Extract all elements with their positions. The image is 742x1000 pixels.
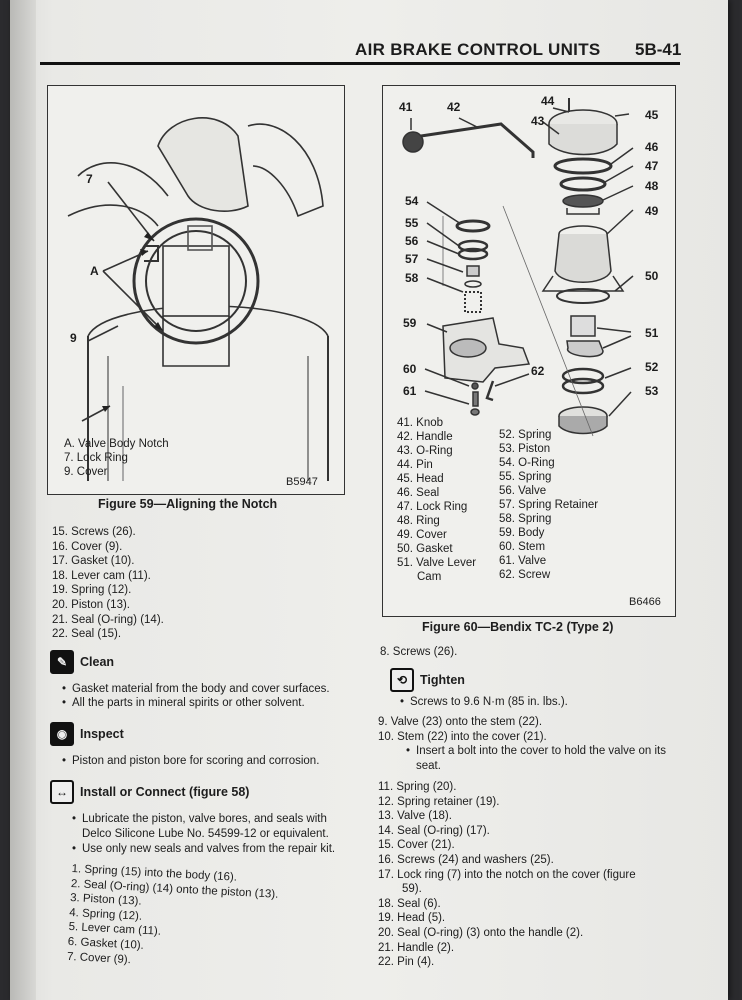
figure-59-code: B5947 — [286, 476, 318, 488]
clean-icon: ✎ — [50, 650, 74, 674]
inspect-icon: ◉ — [50, 722, 74, 746]
fig60-callout-56: 56 — [405, 234, 419, 248]
figure-59-frame: 7 A 9 A. Valve Body Notch 7. Lock Ring 9… — [47, 85, 345, 495]
fig60-callout-41: 41 — [399, 100, 413, 114]
inspect-heading: ◉ Inspect — [50, 722, 124, 746]
fig60-callout-58: 58 — [405, 271, 419, 285]
fig60-callout-45: 45 — [645, 108, 659, 122]
fig60-callout-42: 42 — [447, 100, 461, 114]
fig60-callout-62: 62 — [531, 364, 545, 378]
fig59-callout-9: 9 — [70, 331, 77, 345]
clean-bullet-2: All the parts in mineral spirits or othe… — [62, 696, 305, 711]
fig60-callout-48: 48 — [645, 179, 659, 193]
step-8: 8. Screws (26). — [380, 646, 458, 658]
fig60-callout-61: 61 — [403, 384, 417, 398]
figure-60-caption: Figure 60—Bendix TC-2 (Type 2) — [422, 620, 614, 634]
figure-60-frame: 41 42 44 43 45 46 47 48 49 54 55 56 57 5… — [382, 85, 676, 617]
tighten-heading: ⟲ Tighten — [390, 668, 465, 692]
tighten-bullet: Screws to 9.6 N·m (85 in. lbs.). — [400, 695, 568, 710]
header-title: AIR BRAKE CONTROL UNITS — [355, 40, 601, 59]
clean-bullet-1: Gasket material from the body and cover … — [62, 682, 330, 697]
assembly-steps-a: 9. Valve (23) onto the stem (22). 10. St… — [378, 716, 547, 743]
fig60-callout-50: 50 — [645, 269, 659, 283]
figure-59-illustration — [67, 117, 329, 481]
binding-gutter — [10, 0, 36, 1000]
install-bullet-1: Lubricate the piston, valve bores, and s… — [72, 812, 352, 841]
figure-59-caption: Figure 59—Aligning the Notch — [98, 497, 278, 511]
install-steps: 1. Spring (15) into the body (16). 2. Se… — [66, 862, 279, 966]
install-heading: ↔ Install or Connect (figure 58) — [50, 780, 249, 804]
install-icon: ↔ — [50, 780, 74, 804]
removal-list: 15. Screws (26). 16. Cover (9). 17. Gask… — [52, 526, 164, 641]
figure-60-exploded-view — [402, 98, 634, 437]
fig60-callout-60: 60 — [403, 362, 417, 376]
header-page-number: 5B-41 — [635, 40, 682, 59]
figure-60-code: B6466 — [629, 596, 661, 608]
insert-bolt-bullet: Insert a bolt into the cover to hold the… — [406, 744, 676, 773]
wrench-icon: ⟲ — [390, 668, 414, 692]
fig60-callout-44: 44 — [541, 94, 555, 108]
fig60-callout-57: 57 — [405, 252, 419, 266]
figure-60-legend-left: 41. Knob 42. Handle 43. O-Ring 44. Pin 4… — [397, 417, 477, 583]
manual-page: AIR BRAKE CONTROL UNITS 5B-41 — [10, 0, 728, 1000]
fig60-callout-52: 52 — [645, 360, 659, 374]
figure-59-legend: A. Valve Body Notch 7. Lock Ring 9. Cove… — [64, 438, 169, 478]
fig59-callout-A: A — [90, 264, 99, 278]
figure-60-legend-right: 52. Spring 53. Piston 54. O-Ring 55. Spr… — [499, 429, 599, 581]
fig60-callout-53: 53 — [645, 384, 659, 398]
fig60-callout-49: 49 — [645, 204, 659, 218]
fig60-callout-54: 54 — [405, 194, 419, 208]
fig60-callout-55: 55 — [405, 216, 419, 230]
fig59-callout-7: 7 — [86, 172, 93, 186]
fig60-callout-51: 51 — [645, 326, 659, 340]
header-rule — [40, 62, 680, 65]
fig60-callout-59: 59 — [403, 316, 417, 330]
inspect-bullet-1: Piston and piston bore for scoring and c… — [62, 754, 319, 769]
fig60-callout-43: 43 — [531, 114, 545, 128]
install-bullet-2: Use only new seals and valves from the r… — [72, 842, 362, 857]
fig60-callout-47: 47 — [645, 159, 659, 173]
clean-heading: ✎ Clean — [50, 650, 114, 674]
fig60-callout-46: 46 — [645, 140, 659, 154]
assembly-steps-b: 11. Spring (20). 12. Spring retainer (19… — [378, 781, 636, 969]
